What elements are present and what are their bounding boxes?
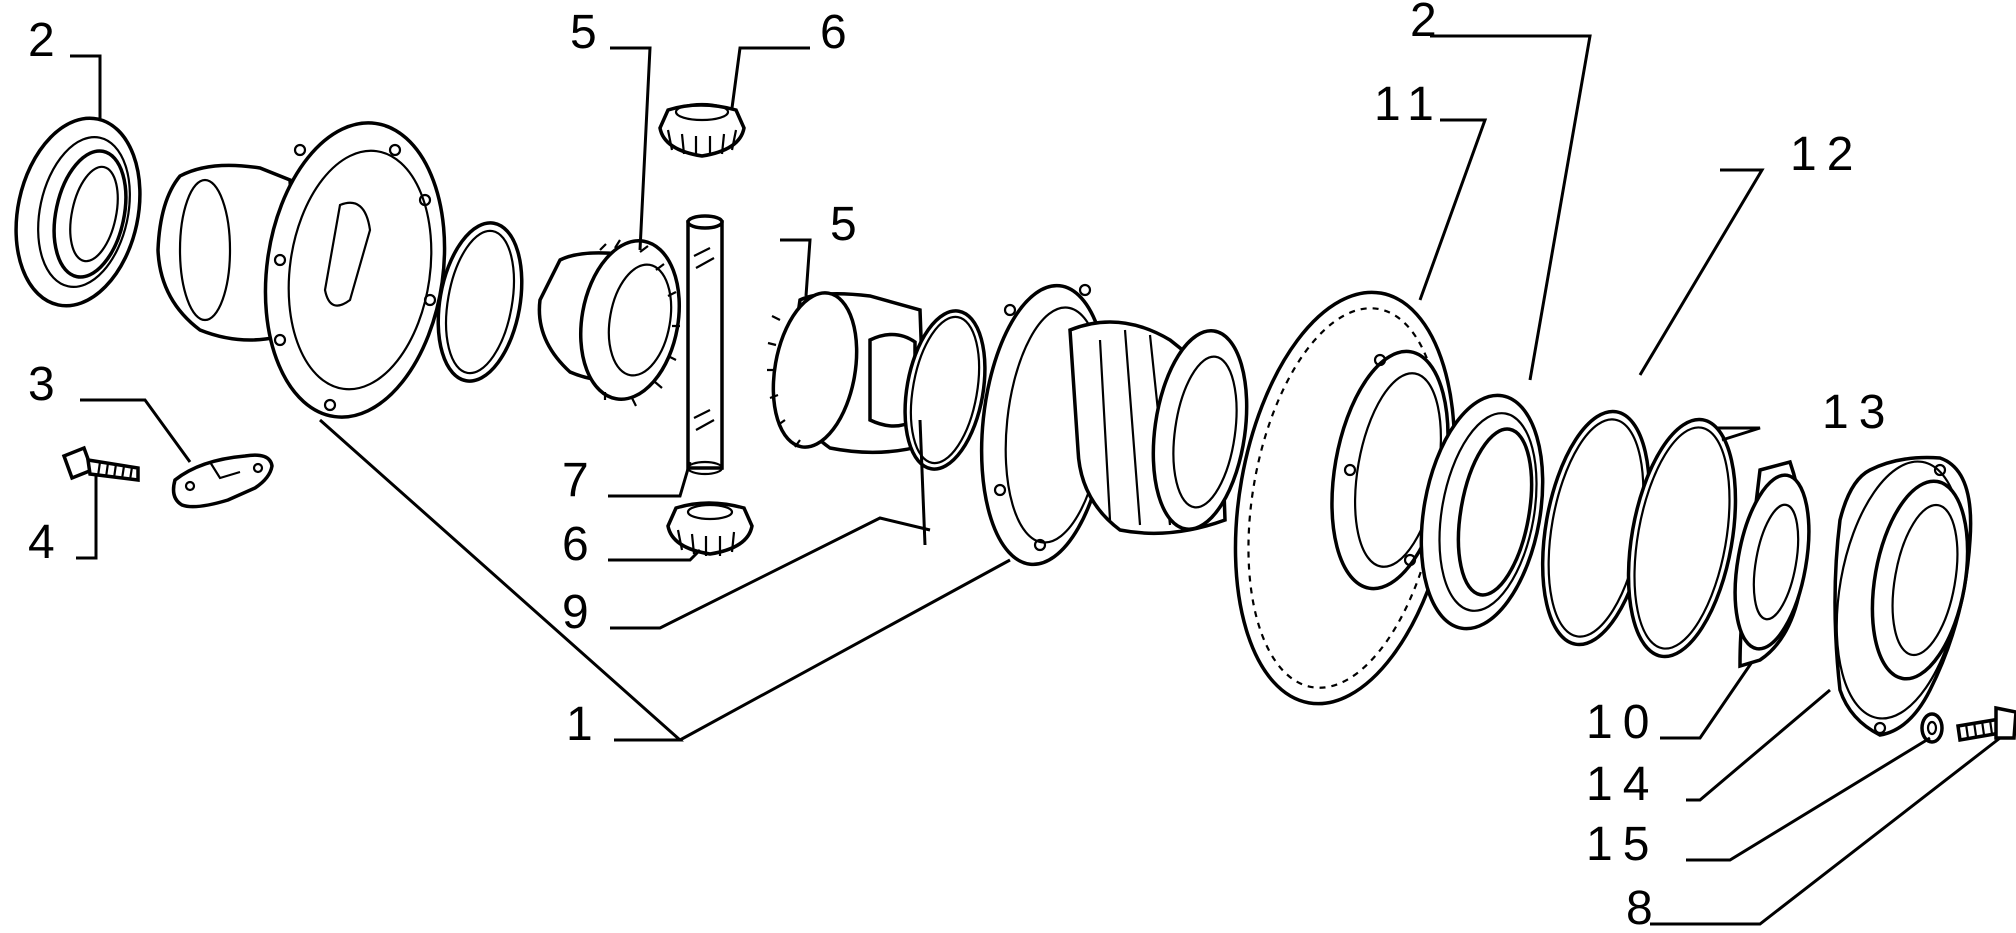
part-15-washer: [1920, 712, 1944, 744]
callout-2-left: 2: [28, 14, 65, 67]
callout-6-bottom: 6: [562, 518, 599, 571]
callout-9: 9: [562, 586, 599, 639]
callout-7: 7: [562, 454, 599, 507]
part-6-top-pinion: [658, 102, 746, 158]
part-1-left-housing: [156, 121, 447, 419]
callout-8: 8: [1626, 882, 1663, 933]
part-2-left-bearing: [14, 116, 142, 308]
part-4-bolt: [61, 445, 140, 482]
part-3-lock-plate: [171, 453, 274, 509]
leader-lines: [70, 34, 2001, 926]
callout-labels: 2 5 6 2 11 12 5 3 4 7 6 9 13 10 1 14 15 …: [28, 0, 1895, 933]
callout-5-left: 5: [570, 6, 607, 59]
part-5-left-side-gear: [537, 239, 682, 407]
part-10-seal-plate: [1733, 459, 1811, 669]
part-1-right-housing: [979, 283, 1249, 567]
callout-13: 13: [1822, 386, 1895, 439]
part-6-bottom-pinion: [666, 501, 754, 556]
callout-15: 15: [1586, 818, 1659, 871]
callout-10: 10: [1586, 696, 1659, 749]
part-5-right-side-gear: [767, 291, 927, 455]
callout-11: 11: [1374, 78, 1444, 131]
callout-14: 14: [1586, 758, 1659, 811]
part-14-right-cover: [1833, 455, 1973, 737]
callout-3: 3: [28, 358, 65, 411]
part-ring-left: [436, 221, 524, 383]
callout-6-top: 6: [820, 6, 857, 59]
callout-4: 4: [28, 516, 65, 569]
callout-12: 12: [1790, 128, 1863, 181]
part-9-shim: [903, 309, 987, 471]
part-8-bolt: [1956, 705, 2016, 743]
part-11-bearing: [1419, 393, 1545, 631]
part-7-pinion-shaft: [686, 214, 724, 476]
callout-1: 1: [566, 698, 603, 751]
callout-2-right: 2: [1410, 0, 1447, 47]
part-13-ring: [1626, 417, 1738, 659]
callout-5-right: 5: [830, 198, 867, 251]
